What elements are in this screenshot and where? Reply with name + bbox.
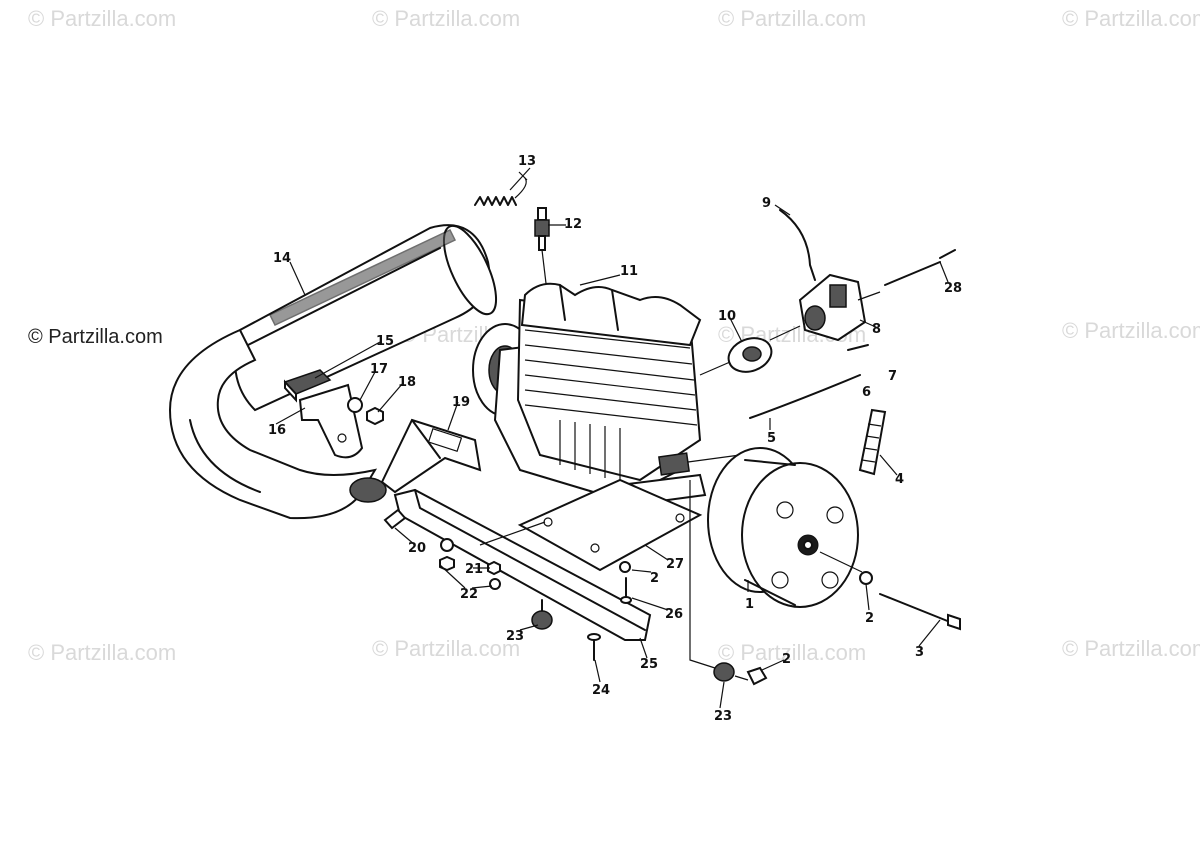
label-27: 27 bbox=[666, 557, 684, 572]
label-23: 23 bbox=[714, 709, 732, 724]
part-2-washer[interactable] bbox=[859, 571, 873, 585]
label-1: 1 bbox=[745, 597, 754, 612]
label-22: 22 bbox=[460, 587, 478, 602]
watermark-prominent: © Partzilla.com bbox=[28, 326, 163, 348]
label-20: 20 bbox=[408, 541, 426, 556]
part-10-intake-adapter[interactable] bbox=[699, 332, 776, 377]
label-3: 3 bbox=[915, 645, 924, 660]
part-12-spark-plug[interactable] bbox=[534, 207, 550, 301]
watermark: © Partzilla.com bbox=[28, 6, 177, 31]
label-5: 5 bbox=[767, 431, 776, 446]
part-24-bolt[interactable] bbox=[587, 633, 601, 661]
watermark: © Partzilla.com bbox=[718, 640, 867, 665]
label-12: 12 bbox=[564, 217, 582, 232]
part-21-nut[interactable] bbox=[487, 560, 501, 576]
label-14: 14 bbox=[273, 251, 291, 266]
part-23-rubber-mount-lower[interactable] bbox=[713, 662, 749, 682]
watermark: © Partzilla.com bbox=[372, 636, 521, 661]
label-23: 23 bbox=[506, 629, 524, 644]
watermark: © Partzilla.com bbox=[1062, 6, 1200, 31]
muffler-exhaust[interactable] bbox=[168, 219, 507, 520]
part-18-nut[interactable] bbox=[366, 406, 384, 426]
watermark: © Partzilla.com bbox=[1062, 636, 1200, 661]
label-21: 21 bbox=[465, 562, 483, 577]
watermark: © Partzilla.com bbox=[372, 6, 521, 31]
part-20-bolt[interactable] bbox=[383, 508, 407, 530]
part-27-mount-plate[interactable] bbox=[517, 478, 703, 572]
label-19: 19 bbox=[452, 395, 470, 410]
label-18: 18 bbox=[398, 375, 416, 390]
label-7: 7 bbox=[888, 369, 897, 384]
label-17: 17 bbox=[370, 362, 388, 377]
part-19-muffler-bracket[interactable] bbox=[380, 418, 482, 494]
part-8-carburetor[interactable] bbox=[769, 273, 881, 342]
label-6: 6 bbox=[862, 385, 871, 400]
label-16: 16 bbox=[268, 423, 286, 438]
label-25: 25 bbox=[640, 657, 658, 672]
part-5-rod[interactable] bbox=[749, 374, 861, 419]
part-9-throttle-cable[interactable] bbox=[779, 209, 816, 281]
label-2: 2 bbox=[782, 652, 791, 667]
label-24: 24 bbox=[592, 683, 610, 698]
watermark: © Partzilla.com bbox=[28, 640, 177, 665]
label-10: 10 bbox=[718, 309, 736, 324]
label-9: 9 bbox=[762, 196, 771, 211]
part-11-engine[interactable] bbox=[472, 282, 741, 507]
part-13-spring[interactable] bbox=[474, 171, 528, 206]
label-11: 11 bbox=[620, 264, 638, 279]
part-6-pin[interactable] bbox=[847, 344, 869, 351]
part-22-nut[interactable] bbox=[439, 555, 455, 572]
part-23-rubber-mount[interactable] bbox=[531, 599, 553, 630]
part-1-drive-clutch[interactable] bbox=[707, 447, 863, 608]
leader-lines bbox=[275, 167, 949, 709]
part-22-washer[interactable] bbox=[489, 578, 501, 590]
part-22-washer[interactable] bbox=[440, 538, 454, 552]
part-17-washer[interactable] bbox=[347, 397, 363, 413]
part-16-bracket[interactable] bbox=[298, 383, 364, 459]
part-4-belt[interactable] bbox=[858, 408, 887, 476]
part-2-washer[interactable] bbox=[619, 561, 631, 573]
part-2-plate[interactable] bbox=[746, 666, 768, 686]
part-number-labels: 1 2 2 2 3 4 5 6 7 8 9 10 11 12 13 14 15 … bbox=[268, 154, 962, 724]
part-3-clutch-bolt[interactable] bbox=[879, 593, 961, 631]
label-8: 8 bbox=[872, 322, 881, 337]
label-28: 28 bbox=[944, 281, 962, 296]
label-15: 15 bbox=[376, 334, 394, 349]
label-4: 4 bbox=[895, 472, 904, 487]
label-2: 2 bbox=[865, 611, 874, 626]
label-2: 2 bbox=[650, 571, 659, 586]
label-26: 26 bbox=[665, 607, 683, 622]
part-28-cable[interactable] bbox=[884, 249, 956, 286]
watermark: © Partzilla.com bbox=[1062, 318, 1200, 343]
watermark: © Partzilla.com bbox=[718, 6, 867, 31]
label-13: 13 bbox=[518, 154, 536, 169]
part-26-bolt[interactable] bbox=[620, 577, 632, 604]
